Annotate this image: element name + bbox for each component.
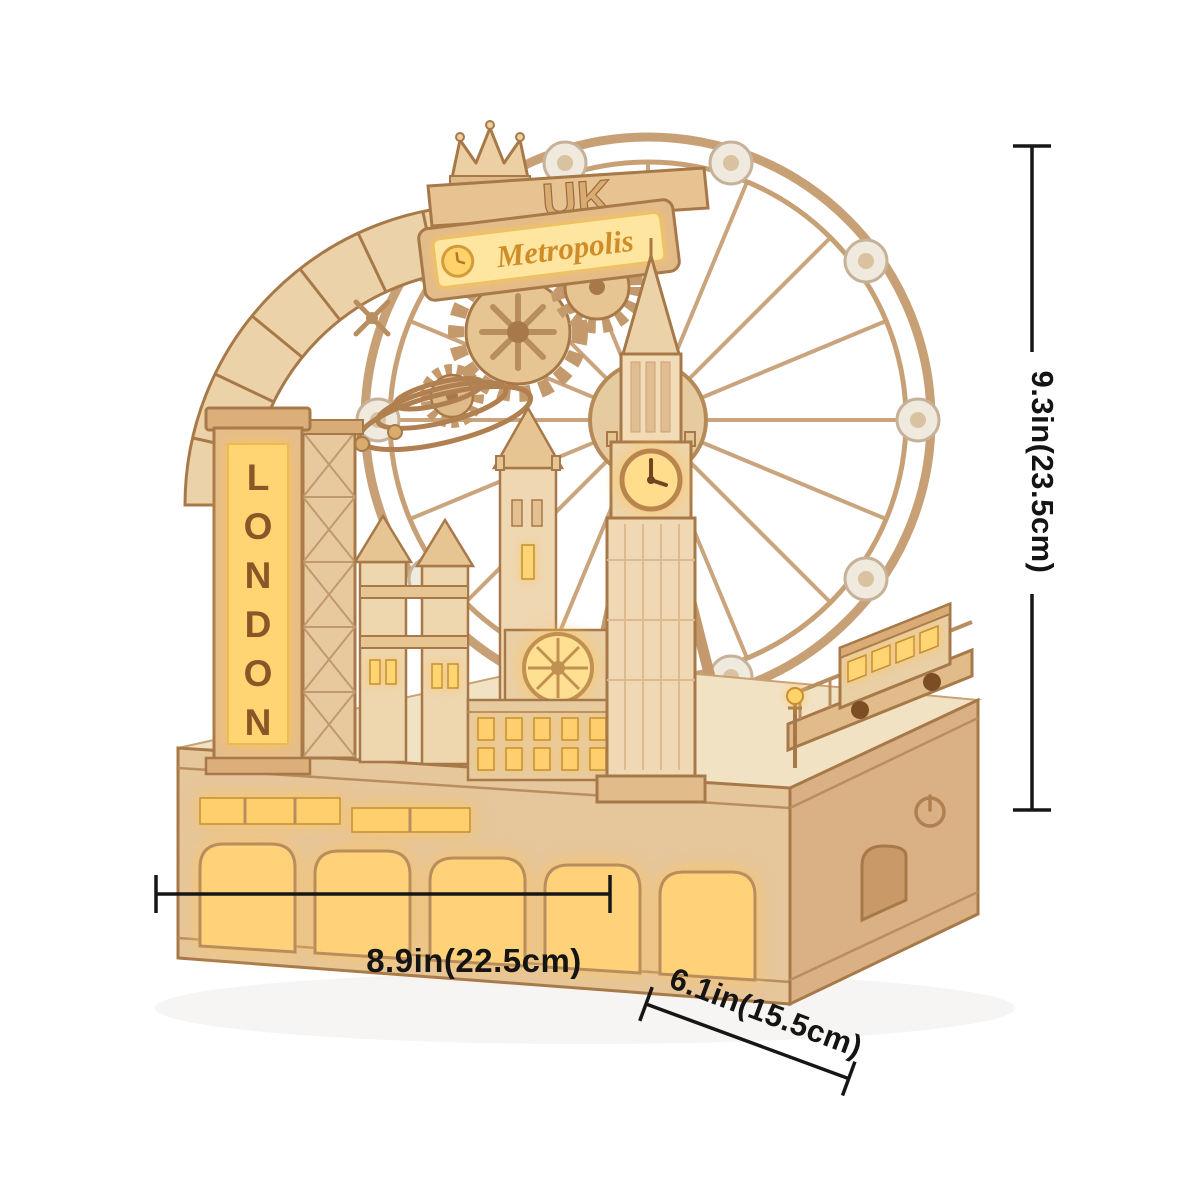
bridge-window [431,663,443,689]
tower-bridge [352,513,476,766]
marble [354,436,370,452]
rose-window [522,632,594,704]
crown-icon [449,120,531,187]
sign-clock-icon [441,244,475,278]
london-letter: D [245,604,272,645]
base-arch [428,856,527,968]
window [561,717,579,741]
window [533,747,551,771]
base-arch [658,870,757,982]
street-lamp [786,687,804,768]
depth-dimension [638,986,857,1097]
wheel-pod [708,140,754,186]
model-base [176,660,982,1007]
windmill-icon [353,299,391,337]
wheel-pod [843,238,889,284]
window [533,717,551,741]
wheel-pod [895,397,941,443]
bridge-window [369,659,381,685]
bridge-window [385,659,397,685]
base-arch [198,842,297,954]
base-door [860,844,908,923]
base-arch [313,849,412,961]
height-dimension [1013,144,1051,812]
marble [387,424,403,440]
wheel-pod [843,556,889,602]
window [477,717,495,741]
width-dimension-label: 8.9in(22.5cm) [366,942,582,979]
bus-window [871,643,891,674]
gear-large [448,262,588,402]
london-letter: O [244,653,273,694]
bus [838,601,952,719]
wheel-pod [542,140,588,186]
london-letter: N [245,702,272,743]
bus-window [919,624,939,655]
london-sign: L O N D O N [204,406,312,776]
window [505,747,523,771]
base-glow-slot [199,797,341,825]
base-arch [543,863,642,975]
height-dimension-label: 9.3in(23.5cm) [1025,370,1060,574]
metropolis-sign: Metropolis [417,198,681,302]
london-letter: N [245,555,272,596]
window [589,747,607,771]
london-letter: O [244,506,273,547]
bus-wheel [851,701,869,719]
window [505,717,523,741]
london-sign-panel [227,443,289,745]
window [477,747,495,771]
bus-window [847,653,867,684]
lattice-tower [294,419,364,760]
window [589,717,607,741]
bridge-window [447,663,459,689]
window [561,747,579,771]
big-ben [595,238,707,804]
bus-wheel [923,673,941,691]
london-letter: L [247,457,270,498]
big-ben-clock [619,448,683,512]
power-icon [914,794,946,828]
bus-window [895,634,915,665]
width-dimension [154,875,612,913]
